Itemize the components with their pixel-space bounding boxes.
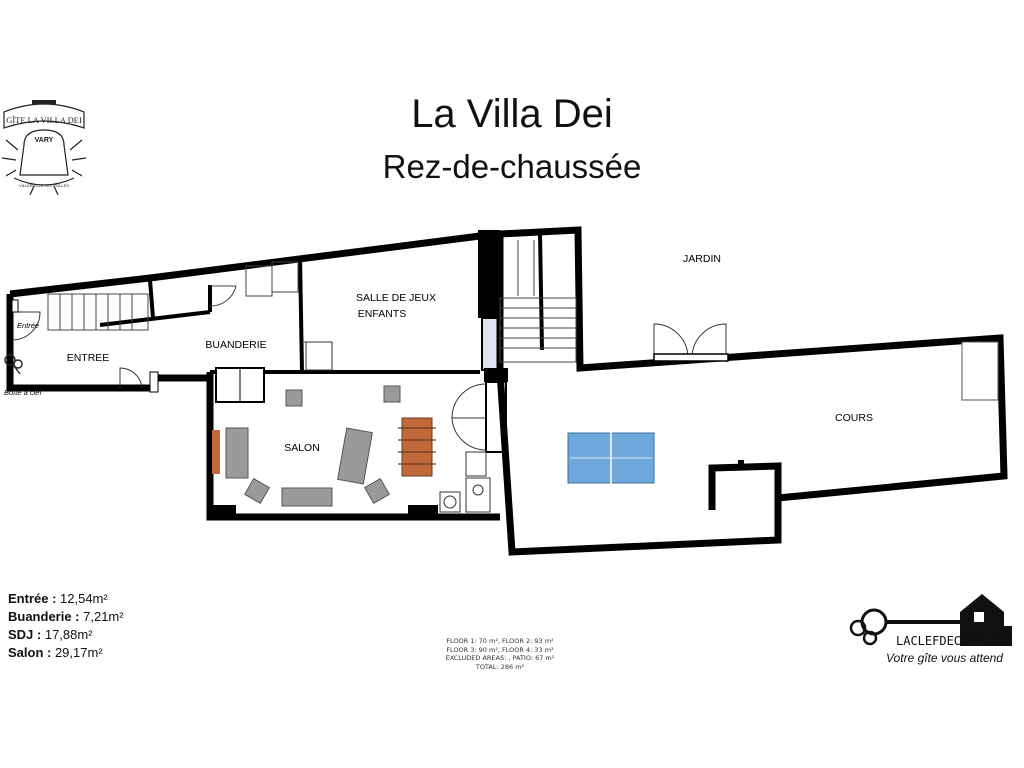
- stairs-cours: [499, 240, 577, 363]
- logo-top-text: GÎTE LA VILLA DEI: [6, 115, 82, 125]
- armchair-1: [285, 389, 303, 407]
- area-label: Entrée :: [8, 591, 57, 606]
- armchair-4: [364, 478, 390, 504]
- sofa-left: [225, 427, 249, 479]
- stats-line: FLOOR 3: 90 m², FLOOR 4: 33 m²: [446, 645, 554, 654]
- entree-small-label: Entrée: [17, 321, 39, 330]
- logo-mid-text: VARY: [35, 137, 54, 144]
- room-label-salon: SALON: [284, 442, 320, 454]
- area-row: Salon : 29,17m²: [8, 644, 124, 662]
- wall-north-left: [9, 232, 481, 298]
- baby-foot-table: [398, 417, 436, 477]
- entrance-door: [11, 311, 143, 389]
- area-summary: Entrée : 12,54m² Buanderie : 7,21m² SDJ …: [8, 590, 124, 662]
- stats-line: EXCLUDED AREAS: , PATIO: 67 m²: [445, 654, 555, 662]
- ping-pong-table: [567, 431, 655, 485]
- garden-doors: [653, 323, 727, 359]
- key-house-icon: [849, 594, 1012, 646]
- bell-logo-icon: [1, 100, 87, 196]
- wall-cours-south: [496, 371, 782, 556]
- area-value: 29,17m²: [51, 645, 103, 660]
- brand-tagline: Votre gîte vous attend: [886, 651, 1003, 665]
- keys-icon: [4, 354, 23, 375]
- sideboard: [212, 430, 220, 474]
- wall-pillar-north: [478, 230, 500, 318]
- brand-name: LACLEFDECAMP.FR: [896, 634, 1005, 648]
- sofa-middle: [337, 427, 373, 485]
- room-label-salle-jeux-line1: SALLE DE JEUX: [356, 292, 436, 304]
- stats-line: FLOOR 1: 70 m², FLOOR 2: 93 m²: [446, 637, 554, 645]
- sofa-bottom: [281, 487, 333, 507]
- armchair-2: [383, 385, 401, 403]
- area-label: SDJ :: [8, 627, 42, 642]
- area-row: Buanderie : 7,21m²: [8, 608, 124, 626]
- area-label: Salon :: [8, 645, 52, 660]
- area-row: Entrée : 12,54m²: [8, 590, 124, 608]
- room-label-entree: ENTREE: [67, 352, 110, 364]
- area-label-cours: COURS: [835, 412, 873, 424]
- room-label-salle-jeux-line2: ENFANTS: [358, 308, 406, 320]
- area-label-jardin: JARDIN: [683, 253, 721, 265]
- boite-clef-label: Boîte à clef: [4, 388, 42, 397]
- stats-line: TOTAL: 286 m²: [475, 662, 525, 671]
- stairs-entree: [47, 293, 149, 331]
- floor-stats: FLOOR 1: 70 m², FLOOR 2: 93 m² FLOOR 3: …: [400, 637, 600, 671]
- wall-west: [6, 294, 155, 392]
- area-row: SDJ : 17,88m²: [8, 626, 124, 644]
- room-label-buanderie: BUANDERIE: [205, 339, 266, 351]
- armchair-3: [244, 478, 270, 504]
- page-subtitle: Rez-de-chaussée: [382, 148, 642, 185]
- area-value: 17,88m²: [41, 627, 93, 642]
- page-title: La Villa Dei: [411, 92, 613, 136]
- area-label: Buanderie :: [8, 609, 80, 624]
- area-value: 12,54m²: [56, 591, 108, 606]
- wall-cours-north: [499, 226, 1008, 502]
- logo-bottom-text: VILLERVILLE LES POLLES: [19, 183, 69, 188]
- wall-buanderie-sdj: [298, 255, 304, 373]
- wall-entree-buanderie: [148, 279, 155, 319]
- area-value: 7,21m²: [79, 609, 124, 624]
